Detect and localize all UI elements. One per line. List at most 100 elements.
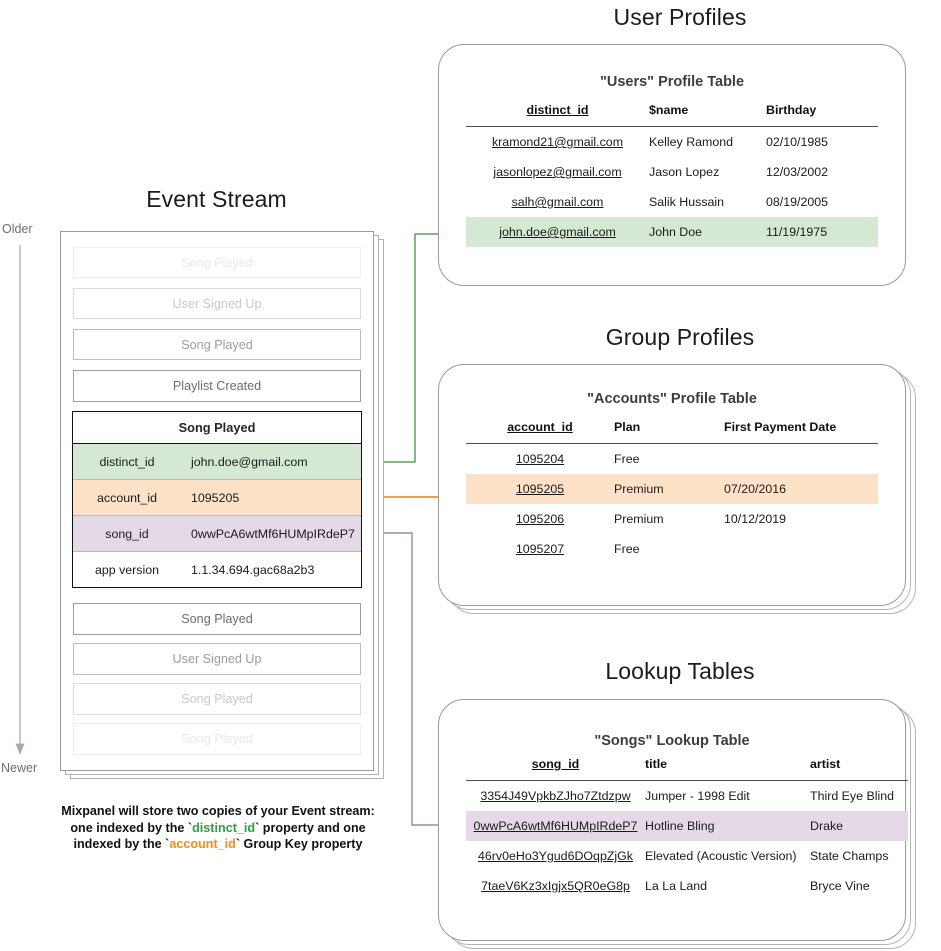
table-header-row: song_id title artist — [466, 757, 908, 781]
event-card[interactable]: User Signed Up — [73, 288, 361, 319]
event-property-distinct-id[interactable]: distinct_id john.doe@gmail.com — [73, 444, 361, 480]
cell-distinct-id: kramond21@gmail.com — [491, 135, 624, 149]
songs-table-title: "Songs" Lookup Table — [594, 733, 750, 749]
table-row[interactable]: salh@gmail.com Salik Hussain 08/19/2005 — [466, 187, 878, 217]
cell-distinct-id: jasonlopez@gmail.com — [493, 165, 622, 179]
event-card-label: Song Played — [181, 612, 253, 626]
event-card[interactable]: Song Played — [73, 683, 361, 715]
cell-account-id: 1095204 — [515, 452, 565, 466]
cell-account-id: 1095207 — [515, 542, 565, 556]
table-row-highlighted[interactable]: 1095205 Premium 07/20/2016 — [466, 474, 878, 504]
column-header-first-payment-date: First Payment Date — [724, 420, 837, 434]
event-card-label: Song Played — [181, 337, 253, 352]
event-card[interactable]: Song Played — [73, 723, 361, 755]
cell-first-payment-date: 10/12/2019 — [724, 512, 787, 526]
event-name: Song Played — [73, 412, 361, 444]
column-header-distinct-id: distinct_id — [526, 103, 589, 117]
event-card-label: User Signed Up — [172, 296, 262, 311]
cell-birthday: 08/19/2005 — [766, 195, 829, 209]
cell-artist: Drake — [810, 811, 908, 841]
cell-song-id: 0wwPcA6wtMf6HUMpIRdeP7 — [466, 811, 645, 841]
table-row[interactable]: jasonlopez@gmail.com Jason Lopez 12/03/2… — [466, 157, 878, 187]
cell-plan: Free — [614, 542, 640, 556]
caption-account-id-key: account_id — [169, 837, 236, 851]
cell-plan: Premium — [614, 474, 724, 504]
caption-line-3-post: ` Group Key property — [235, 837, 363, 851]
cell-plan: Premium — [614, 512, 664, 526]
table-row-highlighted[interactable]: john.doe@gmail.com John Doe 11/19/1975 — [466, 217, 878, 247]
cell-name: John Doe — [649, 217, 766, 247]
event-property-song-id[interactable]: song_id 0wwPcA6wtMf6HUMpIRdeP7 — [73, 516, 361, 552]
event-stream-caption: Mixpanel will store two copies of your E… — [28, 803, 408, 853]
property-key: song_id — [105, 526, 149, 541]
cell-birthday: 11/19/1975 — [766, 217, 878, 247]
cell-song-id: 3354J49VpkbZJho7Ztdzpw — [480, 789, 631, 803]
cell-name: Salik Hussain — [649, 195, 725, 209]
cell-name: Jason Lopez — [649, 165, 720, 179]
cell-title: La La Land — [645, 879, 708, 893]
column-header-name: $name — [649, 103, 689, 117]
user-profiles-title: User Profiles — [613, 4, 747, 30]
column-header-plan: Plan — [614, 420, 641, 434]
caption-distinct-id-key: distinct_id — [192, 820, 256, 835]
cell-artist: State Champs — [810, 849, 889, 863]
table-row[interactable]: 46rv0eHo3Ygud6DOqpZjGk Elevated (Acousti… — [466, 841, 908, 871]
table-row-highlighted[interactable]: 0wwPcA6wtMf6HUMpIRdeP7 Hotline Bling Dra… — [466, 811, 908, 841]
accounts-table: account_id Plan First Payment Date 10952… — [466, 420, 878, 564]
axis-label-newer: Newer — [1, 761, 38, 775]
property-value: 1.1.34.694.gac68a2b3 — [191, 563, 315, 577]
cell-birthday: 12/03/2002 — [766, 165, 829, 179]
cell-song-id: 7taeV6Kz3xIgjx5QR0eG8p — [481, 879, 630, 893]
table-row[interactable]: kramond21@gmail.com Kelley Ramond 02/10/… — [466, 127, 878, 158]
cell-plan: Free — [614, 452, 640, 466]
axis-label-older: Older — [2, 222, 33, 236]
cell-distinct-id: john.doe@gmail.com — [466, 217, 649, 247]
property-value: 1095205 — [191, 490, 240, 505]
table-row[interactable]: 1095204 Free — [466, 444, 878, 475]
column-header-title: title — [645, 757, 668, 771]
caption-line-3: indexed by the `account_id` Group Key pr… — [28, 836, 408, 853]
cell-account-id: 1095206 — [515, 512, 565, 526]
column-header-artist: artist — [810, 757, 841, 771]
group-profiles-title: Group Profiles — [605, 324, 755, 350]
table-header-row: account_id Plan First Payment Date — [466, 420, 878, 444]
event-property-account-id[interactable]: account_id 1095205 — [73, 480, 361, 516]
table-row[interactable]: 1095207 Free — [466, 534, 878, 564]
column-header-birthday: Birthday — [766, 103, 817, 117]
event-card[interactable]: Song Played — [73, 603, 361, 635]
highlighted-event-card[interactable]: Song Played distinct_id john.doe@gmail.c… — [72, 411, 362, 588]
event-card-label: Song Played — [181, 692, 253, 706]
cell-name: Kelley Ramond — [649, 135, 734, 149]
caption-line-1: Mixpanel will store two copies of your E… — [61, 804, 375, 818]
cell-title: Jumper - 1998 Edit — [645, 789, 750, 803]
event-card-label: Song Played — [181, 732, 253, 746]
property-value: john.doe@gmail.com — [191, 454, 308, 469]
caption-line-3-pre: indexed by the ` — [73, 837, 170, 851]
cell-title: Elevated (Acoustic Version) — [645, 849, 797, 863]
caption-line-2-pre: one indexed by the ` — [70, 820, 193, 835]
event-card[interactable]: Song Played — [73, 329, 361, 360]
cell-first-payment-date — [724, 444, 878, 475]
table-row[interactable]: 3354J49VpkbZJho7Ztdzpw Jumper - 1998 Edi… — [466, 781, 908, 812]
property-key: account_id — [97, 490, 157, 505]
column-header-song-id: song_id — [531, 757, 580, 771]
event-card[interactable]: Playlist Created — [73, 370, 361, 402]
cell-artist: Bryce Vine — [810, 879, 870, 893]
event-property-app-version[interactable]: app version 1.1.34.694.gac68a2b3 — [73, 552, 361, 588]
caption-line-2: one indexed by the `distinct_id` propert… — [28, 820, 408, 837]
table-row[interactable]: 1095206 Premium 10/12/2019 — [466, 504, 878, 534]
cell-first-payment-date: 07/20/2016 — [724, 474, 878, 504]
event-card-label: User Signed Up — [172, 652, 262, 666]
cell-distinct-id: salh@gmail.com — [511, 195, 604, 209]
cell-account-id: 1095205 — [466, 474, 614, 504]
table-row[interactable]: 7taeV6Kz3xIgjx5QR0eG8p La La Land Bryce … — [466, 871, 908, 901]
event-card-label: Song Played — [181, 255, 253, 270]
cell-song-id: 46rv0eHo3Ygud6DOqpZjGk — [478, 849, 633, 863]
cell-title: Hotline Bling — [645, 811, 810, 841]
users-table-title: "Users" Profile Table — [599, 74, 745, 90]
event-card[interactable]: Song Played — [73, 247, 361, 278]
songs-table: song_id title artist 3354J49VpkbZJho7Ztd… — [466, 757, 908, 901]
event-card[interactable]: User Signed Up — [73, 643, 361, 675]
cell-birthday: 02/10/1985 — [766, 135, 829, 149]
property-key: app version — [94, 563, 160, 577]
